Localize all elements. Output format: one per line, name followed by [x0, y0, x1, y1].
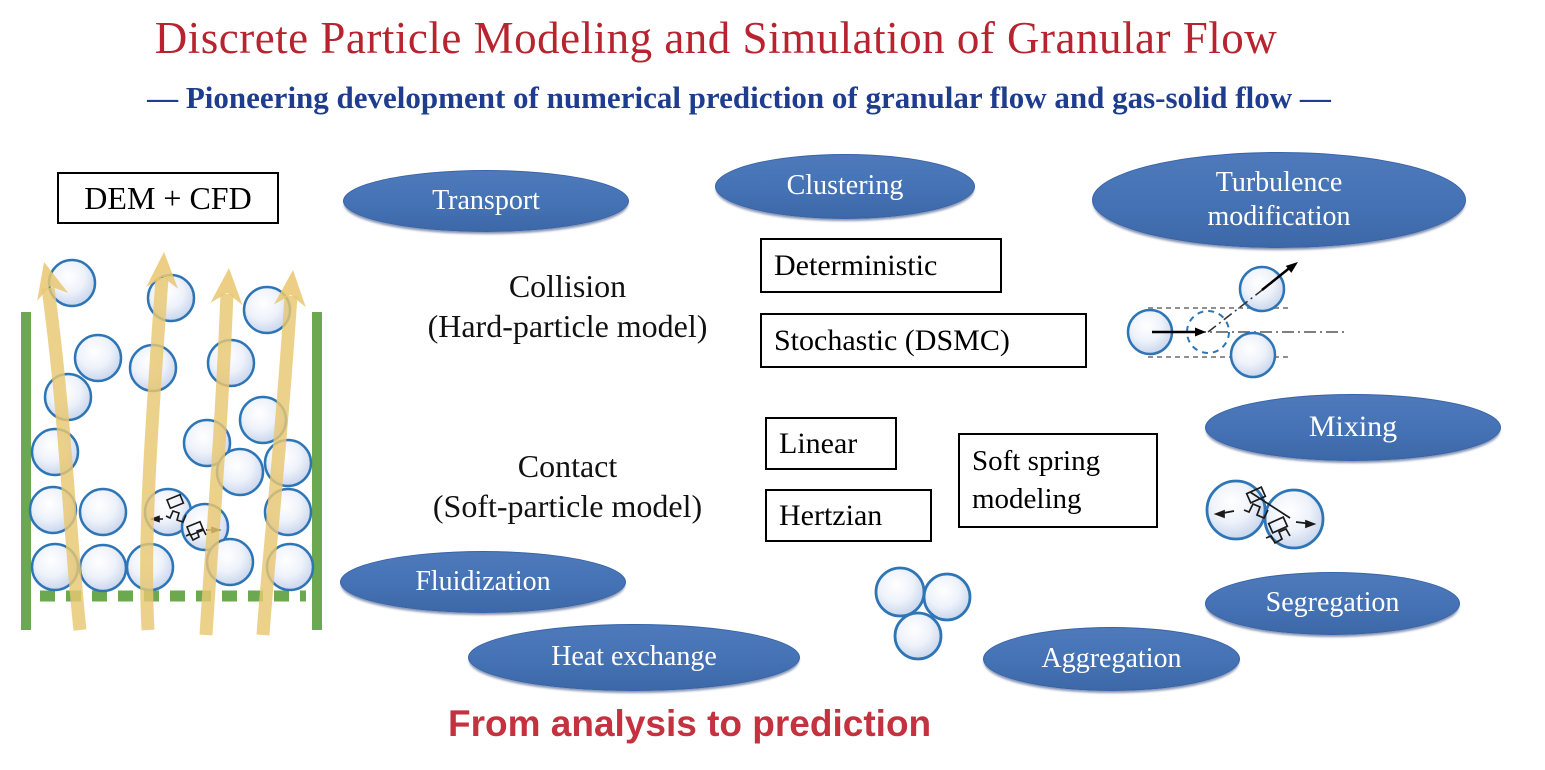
footer-tagline: From analysis to prediction [448, 703, 932, 744]
arrowhead [210, 268, 243, 306]
ellipse-clustering-label: Clustering [786, 170, 904, 202]
linear-label: Linear [779, 426, 858, 460]
wall-right [312, 312, 322, 630]
particle-cluster-illustration [874, 566, 972, 661]
fluidized-bed-illustration [21, 252, 322, 636]
dashpot [165, 493, 185, 510]
turbulence-line2: modification [1207, 201, 1351, 232]
ellipse-transport: Transport [343, 170, 629, 232]
collision-line2: (Hard-particle model) [427, 308, 708, 344]
ellipse-heat-exchange-label: Heat exchange [551, 641, 717, 673]
gas-flow-arrow [256, 295, 298, 636]
contact-label: Contact (Soft-particle model) [380, 446, 755, 526]
deterministic-box: Deterministic [760, 238, 1002, 293]
arrowhead [146, 252, 179, 289]
ellipse-segregation: Segregation [1205, 572, 1460, 635]
arrowhead [1213, 509, 1225, 519]
ellipse-segregation-label: Segregation [1265, 587, 1400, 619]
collision-line1: Collision [508, 268, 627, 304]
scatter-arrow [1261, 265, 1293, 291]
arrowhead [273, 270, 306, 308]
ellipse-mixing-label: Mixing [1308, 410, 1398, 444]
cluster-particle [874, 566, 926, 618]
soft-particle-contact-diagram [1205, 479, 1325, 550]
linear-box: Linear [765, 417, 897, 470]
page-subtitle: — Pioneering development of numerical pr… [147, 80, 1331, 115]
collision-label: Collision (Hard-particle model) [380, 266, 755, 346]
stochastic-dsmc-box: Stochastic (DSMC) [760, 313, 1087, 368]
ellipse-fluidization-label: Fluidization [415, 565, 551, 597]
particle [73, 333, 123, 383]
hertzian-label: Hertzian [779, 498, 883, 532]
particle [78, 543, 128, 593]
ellipse-aggregation-label: Aggregation [1041, 642, 1182, 674]
spring-dashpot-glyph [1213, 486, 1317, 545]
wall-left [21, 312, 31, 630]
dashpot [1267, 516, 1289, 534]
dashpot [1245, 486, 1267, 504]
frame-line [1249, 491, 1291, 519]
arrowhead [1305, 519, 1317, 529]
cluster-particle [922, 572, 972, 622]
collision-partner-particle [1229, 331, 1277, 379]
gas-flow-arrow [41, 287, 87, 631]
hertzian-box: Hertzian [765, 489, 932, 542]
ellipse-transport-label: Transport [432, 184, 540, 216]
contact-line2: (Soft-particle model) [432, 488, 703, 524]
arrowhead [1285, 262, 1298, 273]
soft-spring-line2: modeling [972, 482, 1082, 515]
arrowhead [37, 262, 69, 301]
ellipse-mixing: Mixing [1205, 394, 1501, 461]
gas-flow-arrows [41, 277, 298, 636]
particle [78, 487, 128, 537]
arrowhead [149, 515, 160, 523]
contact-line1: Contact [517, 448, 618, 484]
page-title: Discrete Particle Modeling and Simulatio… [154, 13, 1278, 63]
gas-flow-arrow [140, 277, 169, 631]
dem-cfd-label: DEM + CFD [84, 179, 252, 216]
gas-flow-arrowheads [37, 252, 306, 308]
ellipse-fluidization: Fluidization [340, 551, 626, 613]
spring [185, 528, 207, 542]
ellipse-turbulence-modification: Turbulence modification [1092, 152, 1466, 248]
spring [165, 510, 187, 523]
gas-flow-arrow [199, 293, 234, 636]
arrowhead [1195, 327, 1206, 337]
ellipse-turbulence-label: Turbulence modification [1207, 166, 1350, 234]
scatter-axis-line [1207, 283, 1271, 333]
soft-spring-modeling-box: Soft spring modeling [958, 433, 1158, 528]
cluster-particle [893, 611, 943, 661]
deterministic-label: Deterministic [774, 248, 938, 282]
ellipse-heat-exchange: Heat exchange [468, 624, 800, 691]
hard-particle-collision-diagram [1126, 262, 1348, 379]
ellipse-aggregation: Aggregation [983, 627, 1240, 691]
stochastic-label: Stochastic (DSMC) [774, 323, 1010, 357]
turbulence-line1: Turbulence [1215, 166, 1343, 198]
spring [1265, 527, 1291, 545]
soft-spring-label: Soft spring modeling [972, 443, 1100, 518]
ellipse-clustering: Clustering [715, 154, 975, 219]
soft-spring-line1: Soft spring [972, 444, 1101, 477]
ghost-particle-dashed [1186, 310, 1230, 354]
dem-cfd-box: DEM + CFD [57, 172, 279, 224]
spring [1243, 502, 1269, 520]
